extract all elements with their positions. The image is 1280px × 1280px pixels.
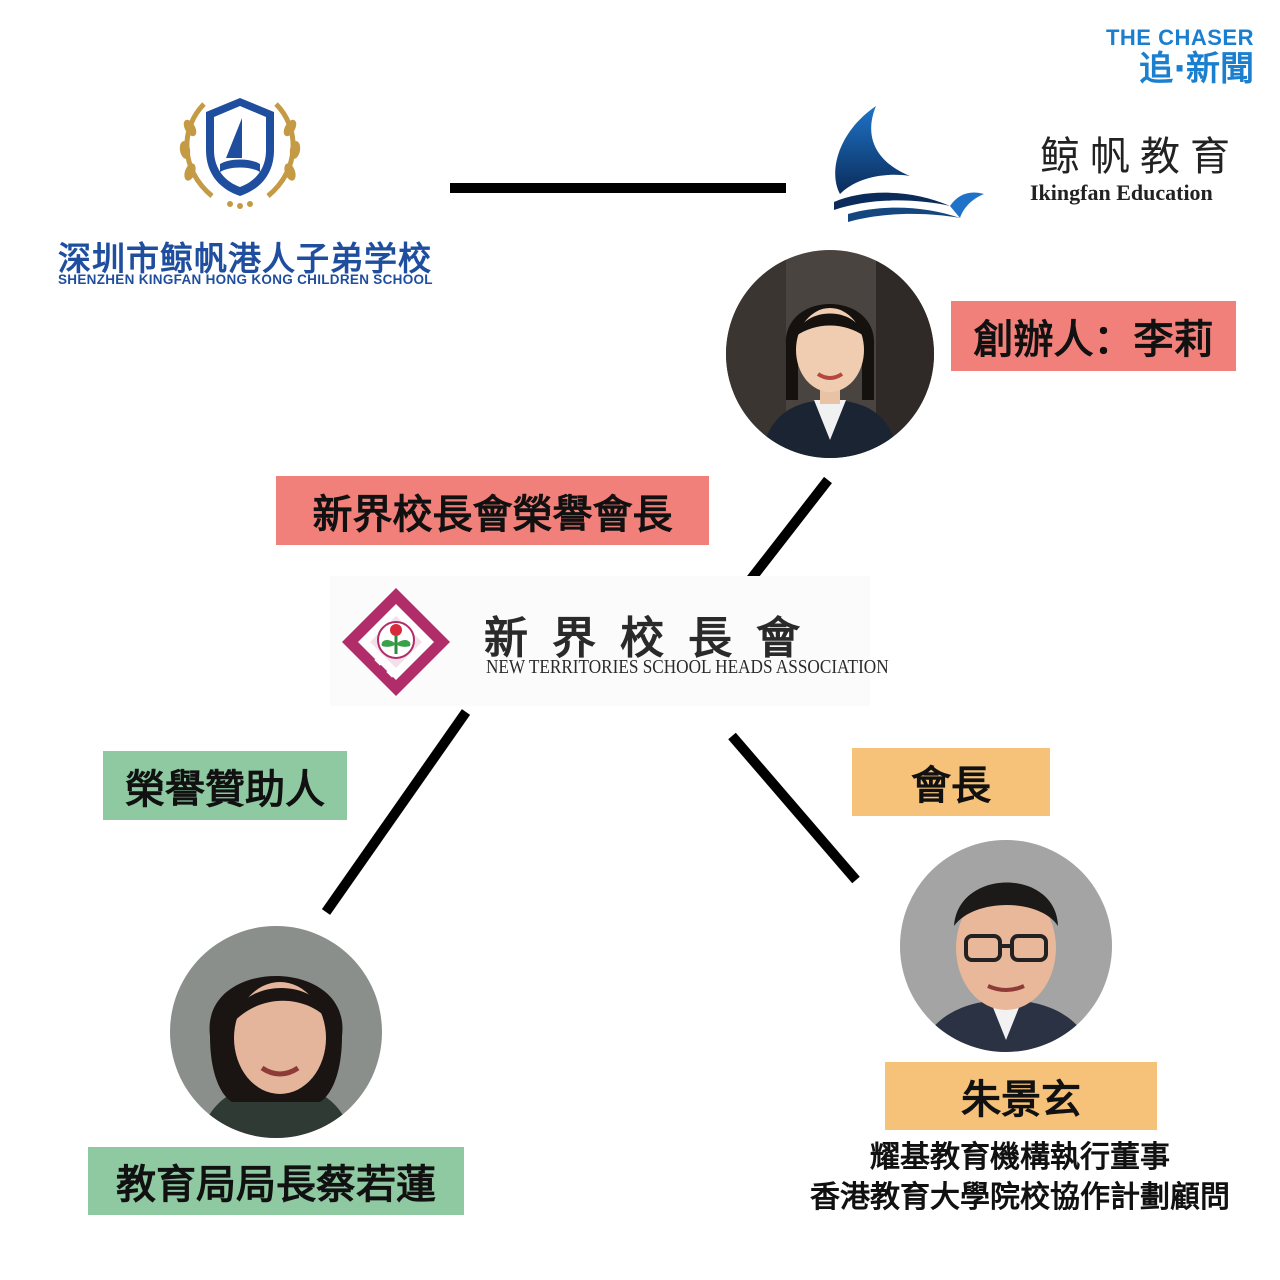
ikingfan-name-en: Ikingfan Education (1030, 180, 1213, 205)
honorary-patron-label: 榮譽贊助人 (103, 751, 347, 820)
founder-association-connector (744, 476, 832, 587)
association-minister-connector (321, 709, 471, 915)
brand-logo: THE CHASER 追·新聞 (1105, 25, 1254, 89)
chair-role-line: 香港教育大學院校協作計劃顧問 (810, 1180, 1230, 1215)
brand-logo-top: THE CHASER (1105, 25, 1254, 50)
school-name: 深圳市鲸帆港人子弟学校 (58, 239, 432, 278)
association-name: 新界校長會 (484, 613, 824, 664)
association-chair-connector (728, 732, 860, 884)
association-emblem-icon (342, 588, 450, 696)
school-emblem-icon (179, 98, 301, 209)
ikingfan-name: 鲸帆教育 (1040, 134, 1240, 180)
founder-avatar (726, 250, 934, 458)
chair-roles: 耀基教育機構執行董事 香港教育大學院校協作計劃顧問 (760, 1138, 1280, 1218)
sail-logo-icon (834, 106, 984, 222)
chair-avatar (900, 840, 1112, 1052)
minister-label: 教育局局長蔡若蓮 (88, 1147, 464, 1215)
minister-avatar (170, 926, 382, 1138)
chair-name-label: 朱景玄 (885, 1062, 1157, 1130)
chairman-label: 會長 (852, 748, 1050, 816)
association-name-en: NEW TERRITORIES SCHOOL HEADS ASSOCIATION (486, 656, 889, 678)
chair-role-line: 耀基教育機構執行董事 (870, 1140, 1170, 1175)
honorary-president-label: 新界校長會榮譽會長 (276, 476, 709, 545)
brand-logo-bottom: 追·新聞 (1139, 49, 1254, 89)
school-name-en: SHENZHEN KINGFAN HONG KONG CHILDREN SCHO… (58, 272, 433, 287)
founder-label: 創辦人：李莉 (951, 301, 1236, 371)
